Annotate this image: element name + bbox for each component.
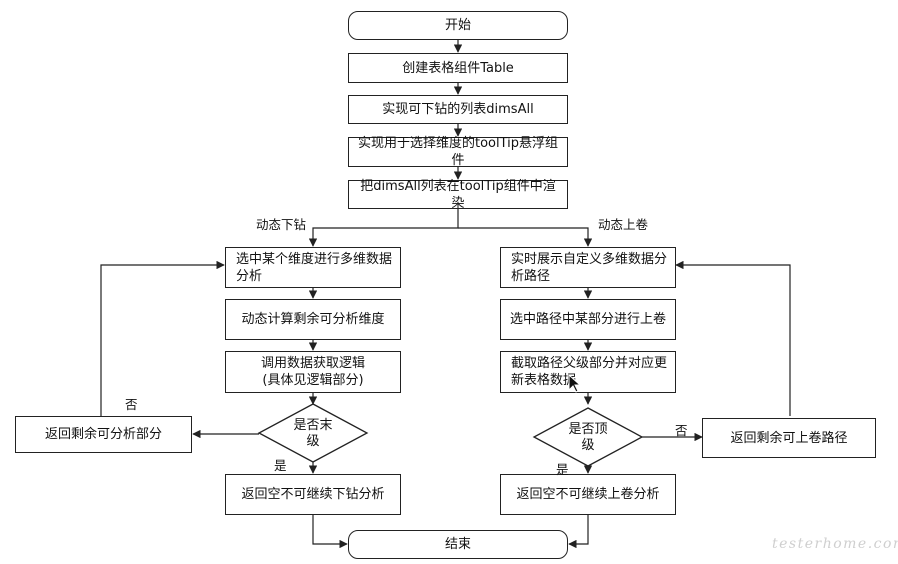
drill-compute-dimensions: 动态计算剩余可分析维度 (225, 299, 401, 340)
rollup-yes-label: 是 (556, 462, 569, 477)
rollup-no-label: 否 (675, 423, 688, 438)
end-node: 结束 (348, 530, 568, 559)
drill-yes-label: 是 (274, 458, 287, 473)
drill-return-remaining: 返回剩余可分析部分 (15, 416, 192, 453)
drill-decision-text: 是否末 级 (293, 418, 333, 449)
rollup-return-empty: 返回空不可继续上卷分析 (500, 474, 676, 515)
step-drill-list: 实现可下钻的列表dimsAll (348, 95, 568, 124)
drill-no-label: 否 (125, 397, 138, 412)
rollup-decision-text: 是否顶 级 (568, 422, 608, 453)
roll-up-label: 动态上卷 (598, 217, 649, 232)
decision-diamond-right (532, 407, 644, 467)
drill-return-empty: 返回空不可继续下钻分析 (225, 474, 401, 515)
step-tooltip-component: 实现用于选择维度的toolTip悬浮组件 (348, 136, 568, 168)
drill-select-dimension: 选中某个维度进行多维数据分析 (225, 247, 401, 288)
rollup-cut-path: 截取路径父级部分并对应更新表格数据 (500, 351, 676, 393)
watermark: testerhome.com (772, 536, 898, 552)
step-render-list: 把dimsAll列表在toolTip组件中渲染 (348, 179, 568, 211)
drill-fetch-data: 调用数据获取逻辑 (具体见逻辑部分) (225, 351, 401, 393)
start-node: 开始 (348, 11, 568, 40)
rollup-show-path: 实时展示自定义多维数据分析路径 (500, 247, 676, 288)
step-create-table: 创建表格组件Table (348, 53, 568, 83)
decision-diamond-left (257, 403, 369, 463)
drill-down-label: 动态下钻 (256, 217, 307, 232)
rollup-return-remaining: 返回剩余可上卷路径 (702, 418, 876, 458)
rollup-select-part: 选中路径中某部分进行上卷 (500, 299, 676, 340)
mouse-cursor-icon (568, 374, 582, 393)
